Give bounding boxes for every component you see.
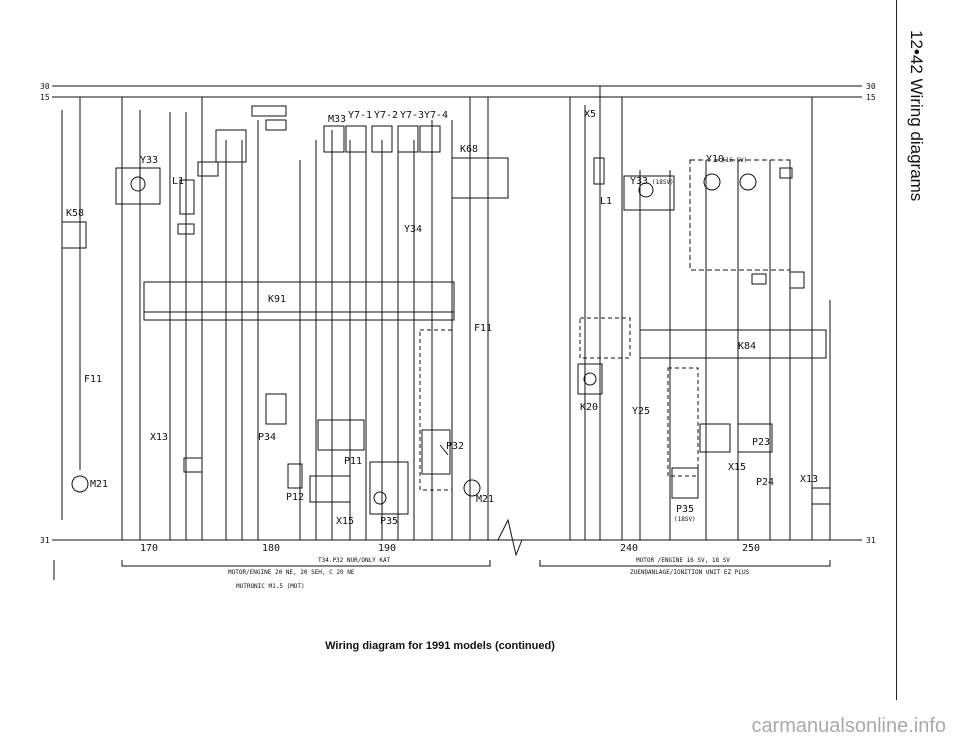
label-x13-left: X13 [150, 432, 168, 443]
label-k68: K68 [460, 144, 478, 155]
terminal-group-190: 190 [378, 543, 396, 554]
watermark: carmanualsonline.info [751, 715, 946, 737]
terminal-group-180: 180 [262, 543, 280, 554]
rail-30-label-right: 30 [866, 82, 876, 91]
rail-31-label-right: 31 [866, 536, 876, 545]
footer-t34: T34.P32 NUR/ONLY KAT [318, 557, 391, 564]
label-f11-left: F11 [84, 374, 102, 385]
label-m21-right: M21 [476, 494, 494, 505]
label-p35-right: P35 [676, 504, 694, 515]
label-y7-1: Y7-1 [348, 110, 372, 121]
label-y33-right: Y33 [630, 176, 648, 187]
rail-15-label: 15 [40, 93, 50, 102]
label-p32: P32 [446, 441, 464, 452]
figure-caption: Wiring diagram for 1991 models (continue… [325, 640, 555, 652]
label-y10-note: (16 SV) [722, 157, 747, 164]
l1-coil [179, 179, 195, 215]
label-p35-left: P35 [380, 516, 398, 527]
y10-box [689, 159, 791, 271]
k20-box [577, 363, 603, 395]
footer-motor16: MOTOR /ENGINE 16 SV, 18 SV [636, 557, 730, 564]
label-x15-right: X15 [728, 462, 746, 473]
label-y25: Y25 [632, 406, 650, 417]
k84-box [639, 329, 827, 359]
rail-30-label: 30 [40, 82, 50, 91]
label-y7-3: Y7-3 [400, 110, 424, 121]
label-k58: K58 [66, 208, 84, 219]
label-y34: Y34 [404, 224, 422, 235]
terminal-group-250: 250 [742, 543, 760, 554]
page-header: 12•42 Wiring diagrams [900, 30, 940, 330]
label-y10: Y10 [706, 154, 724, 165]
page-header-text: 12•42 Wiring diagrams [907, 30, 926, 202]
label-k84: K84 [738, 341, 756, 352]
terminal-group-240: 240 [620, 543, 638, 554]
label-p35-right-note: (18SV) [674, 516, 696, 523]
label-f11-right: F11 [474, 323, 492, 334]
label-k91: K91 [268, 294, 286, 305]
rail-31-label: 31 [40, 536, 50, 545]
label-x13-right: X13 [800, 474, 818, 485]
footer-motor20: MOTOR/ENGINE 20 NE, 20 SEH, C 20 NE [228, 569, 355, 576]
rail-15-label-right: 15 [866, 93, 876, 102]
label-m33: M33 [328, 114, 346, 125]
footer-zuend: ZUENDANLAGE/IONITION UNIT EZ PLUS [630, 569, 750, 576]
page-rule [896, 0, 897, 700]
label-x5: X5 [584, 109, 596, 120]
terminal-group-170: 170 [140, 543, 158, 554]
label-p23: P23 [752, 437, 770, 448]
label-l1-right: L1 [600, 196, 612, 207]
label-p11: P11 [344, 456, 362, 467]
k58-box [61, 221, 87, 249]
label-p34: P34 [258, 432, 276, 443]
k91-box [143, 281, 455, 313]
label-l1-left: L1 [172, 176, 184, 187]
label-y7-4: Y7-4 [424, 110, 448, 121]
label-k20: K20 [580, 402, 598, 413]
label-p12: P12 [286, 492, 304, 503]
y33-box [115, 167, 161, 205]
label-p24: P24 [756, 477, 774, 488]
label-x15-left: X15 [336, 516, 354, 527]
label-y7-2: Y7-2 [374, 110, 398, 121]
label-y33-left: Y33 [140, 155, 158, 166]
wiring-diagram: 30 15 31 30 15 31 K58 Y33 L1 F11 M21 X13… [40, 82, 876, 590]
label-y33-right-note: (18SV) [652, 179, 674, 186]
label-m21-left: M21 [90, 479, 108, 490]
footer-motronic: MOTRONIC M1.5 (MOT) [236, 583, 305, 590]
k68-box [451, 157, 509, 199]
